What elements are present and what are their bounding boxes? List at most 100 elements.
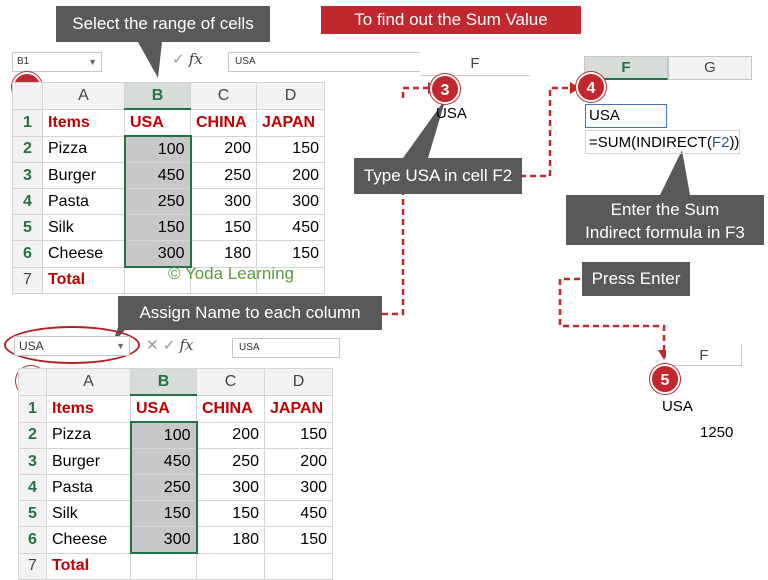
row-header[interactable]: 1 [12,108,43,137]
cell-c4[interactable]: 300 [196,474,265,501]
cell-d2[interactable]: 150 [256,135,325,163]
close-icon[interactable]: ✕ [146,337,159,354]
cell-b6[interactable]: 300 [129,526,198,554]
column-header-a[interactable]: A [42,82,125,110]
name-box-top[interactable]: B1 ▼ [12,52,102,72]
cell-a4[interactable]: Pasta [46,474,131,501]
cell-d5[interactable]: 450 [256,214,325,241]
cell-c5[interactable]: 150 [196,500,265,527]
column-header-d[interactable]: D [256,82,325,110]
cell-c1[interactable]: CHINA [196,394,265,423]
column-header-c[interactable]: C [196,368,265,396]
cell-b5[interactable]: 150 [129,500,198,527]
cell-a7[interactable]: Total [42,266,125,294]
column-header-b[interactable]: B [124,82,191,110]
formula-input-top[interactable]: USA [228,52,428,72]
row-header[interactable]: 7 [18,552,47,580]
corner-cell[interactable] [18,368,47,396]
column-header-c[interactable]: C [190,82,257,110]
name-box-bottom[interactable]: USA ▼ [14,336,130,356]
cell-d6[interactable]: 150 [264,526,333,554]
row-header[interactable]: 7 [12,266,43,294]
cell-d5[interactable]: 450 [264,500,333,527]
cell-b1[interactable]: USA [130,394,197,423]
column-header-a[interactable]: A [46,368,131,396]
cell-a1[interactable]: Items [42,108,125,137]
cell-b5[interactable]: 150 [123,214,192,241]
cell-a1[interactable]: Items [46,394,131,423]
cell-c4[interactable]: 300 [190,188,257,215]
cell-b1[interactable]: USA [124,108,191,137]
cell-a5[interactable]: Silk [42,214,125,241]
formula-icons-bottom: ✕ ✓ fx [146,336,194,354]
cell-c3[interactable]: 250 [190,162,257,189]
column-header-d[interactable]: D [264,368,333,396]
cell-b4[interactable]: 250 [129,474,198,501]
row-header[interactable]: 3 [18,448,47,475]
cell-c3[interactable]: 250 [196,448,265,475]
row-header[interactable]: 2 [18,421,47,449]
cell-a3[interactable]: Burger [42,162,125,189]
cell-d4[interactable]: 300 [264,474,333,501]
cell-b3[interactable]: 450 [129,448,198,475]
cell-a7[interactable]: Total [46,552,131,580]
check-icon[interactable]: ✓ [172,51,185,68]
cell-c1[interactable]: CHINA [190,108,257,137]
cell-d1[interactable]: JAPAN [264,394,333,423]
callout-enter-formula: Enter the Sum Indirect formula in F3 [566,195,764,245]
column-header-b[interactable]: B [130,368,197,396]
check-icon[interactable]: ✓ [162,337,176,354]
row-header[interactable]: 2 [12,135,43,163]
fx-icon[interactable]: fx [179,336,194,354]
cell-c7[interactable] [196,552,265,580]
cell-a3[interactable]: Burger [46,448,131,475]
step4-cell-f2[interactable]: USA [585,104,667,128]
chevron-down-icon[interactable]: ▼ [116,341,125,351]
cell-d7[interactable] [256,266,325,294]
cell-d6[interactable]: 150 [256,240,325,268]
name-box-bottom-value: USA [19,339,44,353]
cell-a5[interactable]: Silk [46,500,131,527]
cell-d3[interactable]: 200 [264,448,333,475]
cell-d2[interactable]: 150 [264,421,333,449]
cell-a2[interactable]: Pizza [42,135,125,163]
cell-b3[interactable]: 450 [123,162,192,189]
cell-b2[interactable]: 100 [129,421,198,449]
row-header[interactable]: 3 [12,162,43,189]
row-header[interactable]: 6 [18,526,47,554]
chevron-down-icon[interactable]: ▼ [88,57,97,67]
cell-a4[interactable]: Pasta [42,188,125,215]
row-header[interactable]: 4 [18,474,47,501]
cell-d4[interactable]: 300 [256,188,325,215]
step4-cell-f3[interactable]: =SUM(INDIRECT(F2)) [585,130,741,154]
row-header[interactable]: 1 [18,394,47,423]
row-header[interactable]: 5 [12,214,43,241]
cell-c5[interactable]: 150 [190,214,257,241]
formula-input-bottom[interactable]: USA [232,338,340,358]
step5-cell-value: USA [662,398,693,415]
row-header[interactable]: 5 [18,500,47,527]
cell-a6[interactable]: Cheese [42,240,125,268]
fx-icon[interactable]: fx [188,50,203,68]
cell-b6[interactable]: 300 [123,240,192,268]
cell-b2[interactable]: 100 [123,135,192,163]
cell-c6[interactable]: 180 [196,526,265,554]
cell-b4[interactable]: 250 [123,188,192,215]
cell-c2[interactable]: 200 [190,135,257,163]
corner-cell[interactable] [12,82,43,110]
cell-c2[interactable]: 200 [196,421,265,449]
cell-d3[interactable]: 200 [256,162,325,189]
step5-result: 1250 [700,424,734,441]
cell-a2[interactable]: Pizza [46,421,131,449]
cell-a6[interactable]: Cheese [46,526,131,554]
cell-d7[interactable] [264,552,333,580]
row-header[interactable]: 4 [12,188,43,215]
cell-b7[interactable] [130,552,197,580]
row-header[interactable]: 6 [12,240,43,268]
cell-d1[interactable]: JAPAN [256,108,325,137]
